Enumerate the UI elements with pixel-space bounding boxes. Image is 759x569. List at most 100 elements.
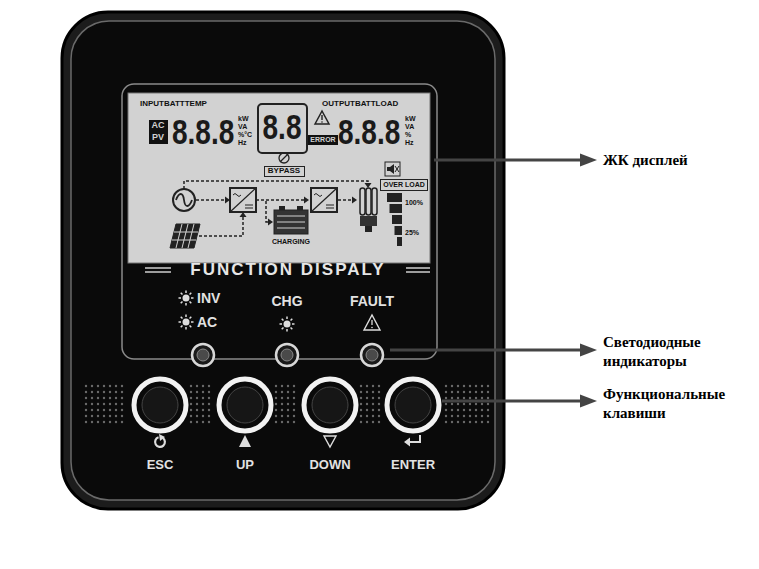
flow-arrowhead (304, 197, 309, 204)
grille-dot (208, 403, 210, 405)
grille-dot (451, 385, 453, 387)
grille-dot (469, 385, 471, 387)
solar-grid (176, 224, 182, 248)
grille-dot (281, 391, 283, 393)
grille-dot (372, 421, 374, 423)
mute-icon (387, 164, 394, 174)
grille-dot (445, 397, 447, 399)
grille-dot (463, 385, 465, 387)
grille-dot (463, 391, 465, 393)
grille-dot (275, 403, 277, 405)
converter-symbol (311, 188, 337, 212)
load-bar-segment (397, 237, 402, 246)
warning-icon (315, 111, 329, 124)
grille-dot (202, 415, 204, 417)
grille-dot (457, 409, 459, 411)
grille-dot (372, 397, 374, 399)
grille-dot (103, 403, 105, 405)
grille-dot (457, 391, 459, 393)
grille-dot (287, 421, 289, 423)
grille-dot (103, 421, 105, 423)
grille-dot (281, 409, 283, 411)
flow-line (196, 199, 228, 201)
grille-dot (475, 409, 477, 411)
grille-dot (97, 421, 99, 423)
warning-icon (321, 121, 323, 123)
grille-dot (275, 397, 277, 399)
grille-dot (190, 415, 192, 417)
grille-dot (121, 397, 123, 399)
callout-label: Функциональные клавиши (603, 385, 753, 423)
converter-mark (245, 205, 253, 208)
grille-dot (97, 403, 99, 405)
node-text: AC (152, 121, 165, 131)
grille-dot (445, 421, 447, 423)
grille-dot (293, 391, 295, 393)
grille-dot (366, 409, 368, 411)
node-text: ERROR (310, 136, 335, 144)
fault-icon (364, 315, 380, 330)
callout-label: Светодиодные индикаторы (603, 333, 753, 371)
function-key-cap (395, 387, 431, 423)
callout-arrowhead (580, 344, 597, 357)
grille-dot (115, 397, 117, 399)
node-text: OVER LOAD (383, 181, 425, 189)
grille-dot (208, 409, 210, 411)
bypass-symbol (280, 154, 288, 162)
grille-dot (196, 397, 198, 399)
grille-dot (115, 409, 117, 411)
grille-dot (109, 421, 111, 423)
sun-ray (292, 323, 295, 325)
grille-dot (275, 421, 277, 423)
grille-dot (481, 409, 483, 411)
grille-dot (281, 403, 283, 405)
title-rule (145, 271, 171, 273)
mode-badge: PV (149, 132, 168, 144)
esc-icon (159, 434, 165, 441)
flow-line (256, 199, 306, 201)
grille-dot (469, 403, 471, 405)
lcd-screen (128, 93, 430, 263)
grille-dot (103, 409, 105, 411)
led-lens (366, 349, 378, 361)
grille-dot (190, 391, 192, 393)
load-bar-segment (390, 204, 403, 213)
grille-dot (121, 391, 123, 393)
grille-dot (121, 415, 123, 417)
sine-wave (176, 194, 192, 206)
grille-dot (469, 397, 471, 399)
title-rule (145, 267, 171, 269)
grille-dot (115, 415, 117, 417)
grille-dot (281, 421, 283, 423)
callout-line (434, 159, 582, 162)
grille-dot (115, 403, 117, 405)
node-text: PV (152, 133, 164, 143)
grille-dot (115, 385, 117, 387)
function-key-cap (312, 387, 348, 423)
lcd-digits: 8.8.8 (338, 113, 400, 153)
grille-dot (445, 385, 447, 387)
grille-dot (109, 391, 111, 393)
callout-arrowhead (580, 395, 597, 408)
grille-dot (97, 391, 99, 393)
function-key-cap (142, 387, 178, 423)
sun-ray (191, 297, 194, 299)
grille-dot (275, 415, 277, 417)
converter-diagonal (230, 188, 256, 212)
led-label: INV (197, 290, 220, 306)
grille-dot (287, 385, 289, 387)
grille-dot (378, 421, 380, 423)
key-label: DOWN (309, 458, 350, 473)
bulb-tip (365, 226, 372, 232)
bulb-tube (372, 188, 377, 215)
solar-grid (188, 224, 194, 248)
panel-face (71, 21, 495, 500)
sun-ray (181, 293, 183, 295)
ac-source-symbol (173, 189, 195, 211)
sun-ray (190, 302, 192, 304)
function-key (134, 379, 186, 431)
sun-ray (185, 303, 187, 306)
sun-ray (291, 328, 293, 330)
lcd-icon-label: CHARGING (272, 238, 310, 246)
